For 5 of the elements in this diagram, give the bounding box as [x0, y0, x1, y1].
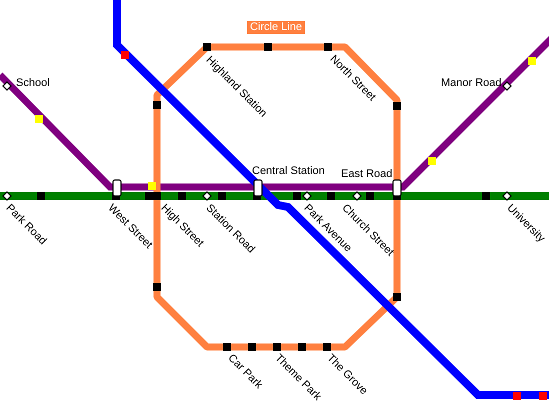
- station-label: East Road: [341, 168, 392, 181]
- station-label: School: [16, 77, 50, 90]
- station-label: Manor Road: [441, 77, 502, 90]
- station-label: Central Station: [252, 165, 325, 178]
- line-name-tag: Circle Line: [247, 21, 305, 34]
